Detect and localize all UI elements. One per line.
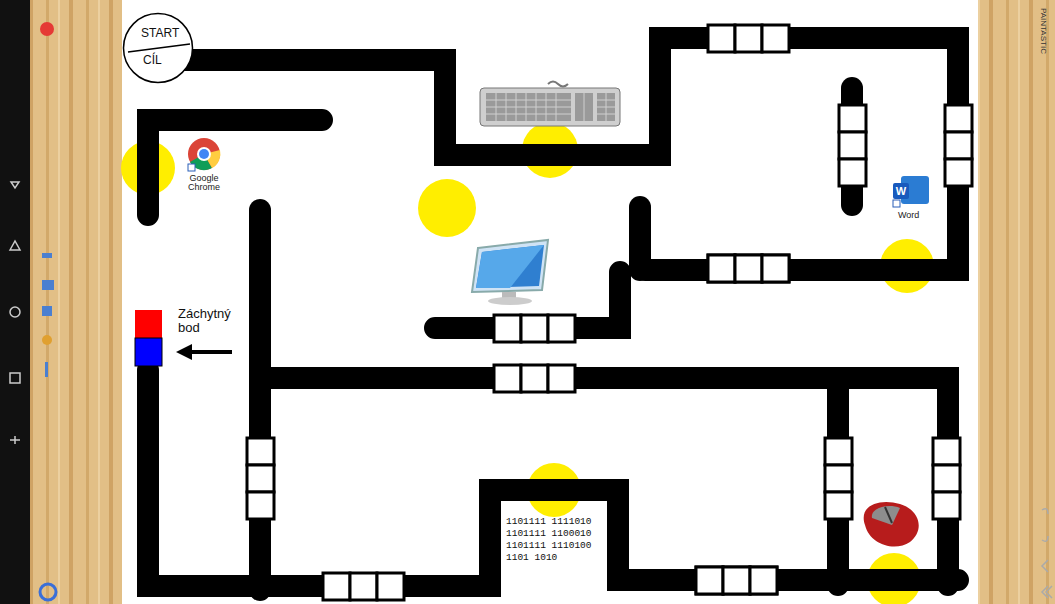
checkpoint-blue xyxy=(135,338,162,366)
track xyxy=(148,38,958,590)
keyboard-icon xyxy=(480,82,620,127)
app-name: PAINTASTIC xyxy=(1039,8,1048,54)
binary-code: 1101 1010 xyxy=(506,553,557,563)
track-squares-top xyxy=(696,255,789,594)
wood-panel xyxy=(978,0,1055,604)
right-tools xyxy=(1042,509,1052,598)
track-squares xyxy=(247,25,972,600)
binary-code: 1101111 1110100 xyxy=(506,541,592,551)
mouse-icon xyxy=(864,502,919,547)
arrow-head xyxy=(176,344,192,360)
start-text: START xyxy=(141,26,179,40)
checkpoint-red xyxy=(135,310,162,338)
track-over-spots xyxy=(137,120,958,591)
binary-code: 1101111 1100010 xyxy=(506,529,592,539)
word-icon: W xyxy=(893,176,929,207)
toolbar-dot xyxy=(40,584,56,600)
toolbar-icons xyxy=(42,253,54,377)
circle-outline xyxy=(122,12,194,84)
svg-text:W: W xyxy=(896,185,907,197)
yellow-spots xyxy=(121,122,934,604)
checkpoint-label: Záchytný bod xyxy=(178,307,240,334)
monitor-icon xyxy=(472,240,548,305)
chrome-icon xyxy=(188,138,220,171)
nav-icons xyxy=(10,182,20,444)
start-finish-circle: START CÍL xyxy=(122,12,194,84)
arrow-line xyxy=(190,350,232,354)
finish-text: CÍL xyxy=(143,53,162,67)
toolbar-dot xyxy=(40,22,54,36)
binary-code: 1101111 1111010 xyxy=(506,517,592,527)
icon-label: Word xyxy=(898,210,919,220)
side-bar xyxy=(0,0,30,604)
wood-panel xyxy=(30,0,122,604)
icon-label: Google Chrome xyxy=(186,174,222,193)
